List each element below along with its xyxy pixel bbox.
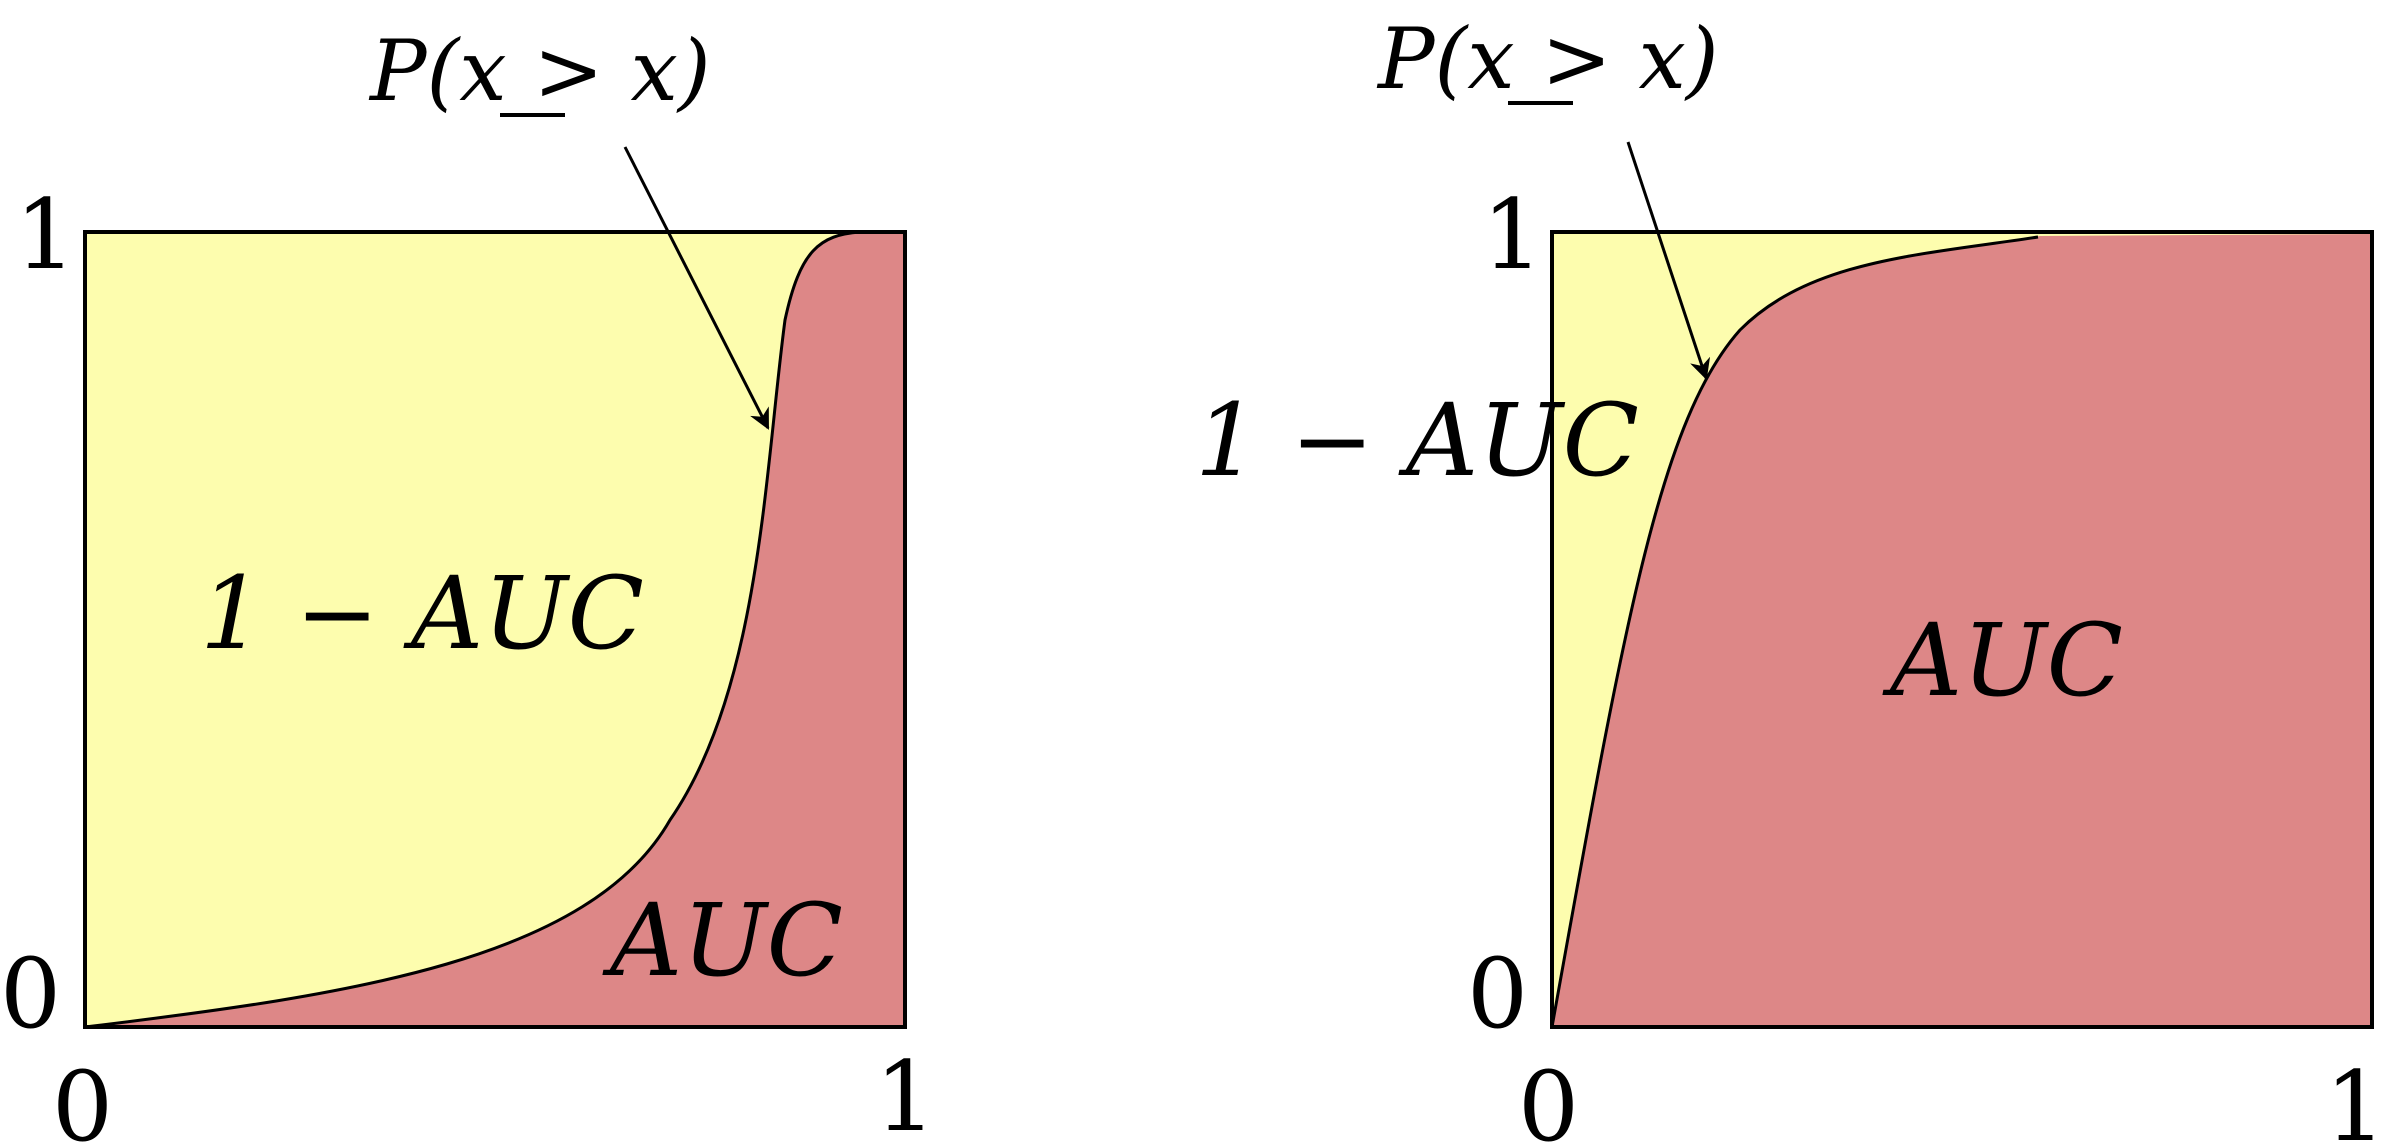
left-annotation-relation: > x)	[507, 22, 711, 120]
right-roc-curve	[1550, 235, 2039, 1028]
right-annotation: P(x > x)	[1376, 10, 1719, 108]
left-annotation-text: P(x > x)	[368, 22, 711, 120]
right-upper-region-label: 1 − AUC	[1195, 382, 1639, 499]
right-y-tick-bottom: 0	[1467, 938, 1528, 1050]
left-frame	[83, 230, 907, 1029]
left-annotation-prefix: P(	[368, 22, 462, 120]
left-panel: P(x > x) 1 − AUC AUC 1 0 0 1	[0, 22, 936, 1146]
left-y-tick-bottom: 0	[0, 938, 61, 1050]
right-lower-region	[1552, 234, 2372, 1027]
right-x-tick-right: 1	[2325, 1051, 2386, 1146]
right-x-tick-left: 0	[1518, 1051, 1579, 1146]
left-x-tick-left: 0	[52, 1051, 113, 1146]
left-annotation: P(x > x)	[368, 22, 711, 120]
right-annotation-prefix: P(	[1376, 10, 1470, 108]
right-frame	[1550, 230, 2374, 1029]
right-y-tick-top: 1	[1482, 179, 1543, 291]
left-x-tick-right: 1	[875, 1041, 936, 1146]
left-upper-region-label: 1 − AUC	[200, 555, 644, 672]
left-annotation-underlined-var: x	[459, 22, 506, 120]
left-lower-region-label: AUC	[602, 882, 843, 999]
right-lower-region-label: AUC	[1882, 602, 2123, 719]
left-roc-curve	[84, 230, 905, 1029]
right-annotation-underlined-var: x	[1467, 10, 1514, 108]
right-panel: P(x > x) 1 − AUC AUC 1 0 0 1	[1195, 10, 2386, 1146]
left-annotation-arrow	[623, 146, 770, 430]
left-y-tick-top: 1	[15, 179, 76, 291]
left-lower-region	[85, 232, 905, 1027]
right-annotation-arrow	[1626, 141, 1711, 380]
right-annotation-relation: > x)	[1515, 10, 1719, 108]
right-annotation-text: P(x > x)	[1376, 10, 1719, 108]
